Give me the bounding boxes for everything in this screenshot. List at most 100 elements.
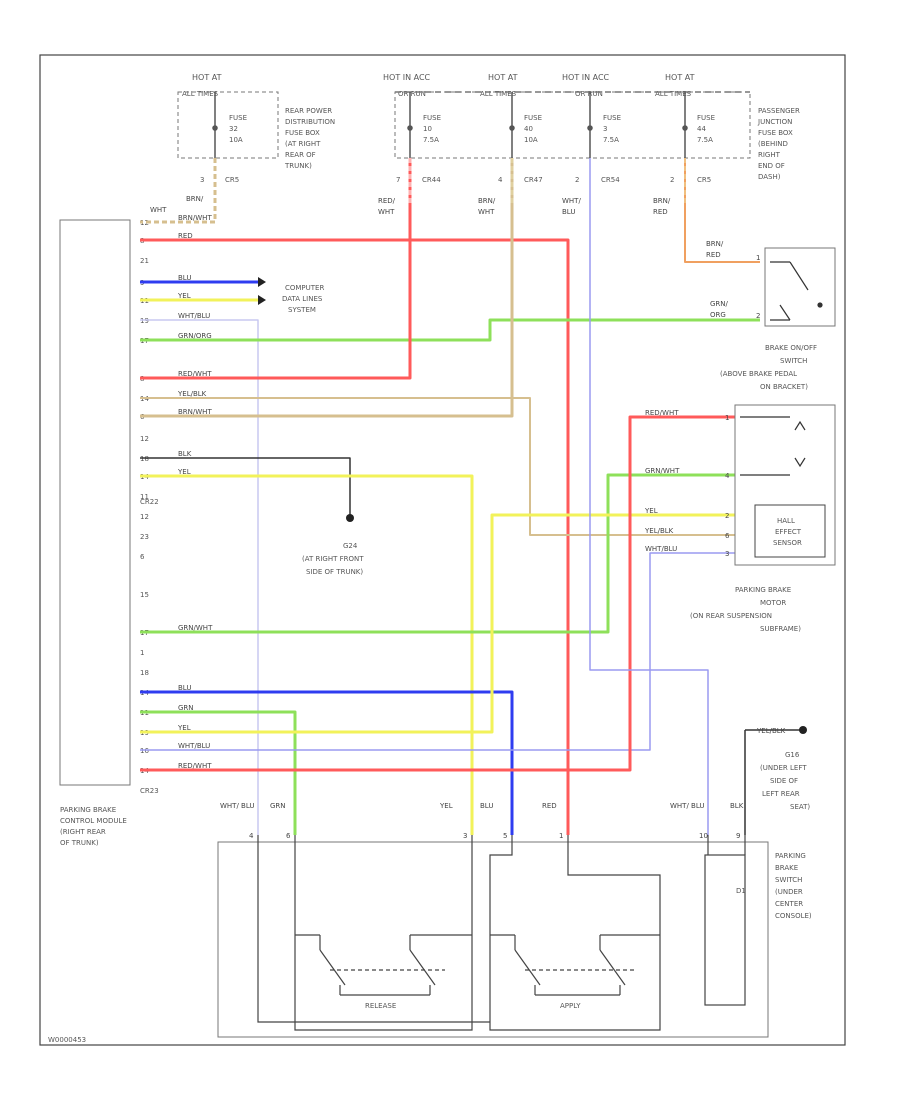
data-link-arrows bbox=[258, 277, 266, 305]
svg-text:CR5: CR5 bbox=[225, 176, 239, 184]
module-pin-wire: RED/WHT bbox=[178, 762, 212, 770]
wire-red-wht bbox=[140, 158, 412, 380]
control-module-label: PARKING BRAKE CONTROL MODULE (RIGHT REAR… bbox=[60, 806, 127, 847]
diagram-border bbox=[39, 54, 846, 1046]
wire-wht-blu-fuse bbox=[589, 158, 709, 835]
brake-switch-label: BRAKE ON/OFF SWITCH (ABOVE BRAKE PEDAL O… bbox=[720, 344, 817, 391]
fuse5-l3: 7.5A bbox=[697, 136, 713, 144]
svg-text:D1: D1 bbox=[736, 887, 746, 895]
svg-text:CR44: CR44 bbox=[422, 176, 441, 184]
g24-label: G24 (AT RIGHT FRONT SIDE OF TRUNK) bbox=[302, 542, 364, 576]
hot-label-1: HOT AT bbox=[192, 73, 222, 82]
switch-wire-pin: 5 bbox=[503, 832, 507, 840]
passenger-fuse-box-label: PASSENGER JUNCTION FUSE BOX (BEHIND RIGH… bbox=[757, 107, 800, 181]
svg-text:SEAT): SEAT) bbox=[790, 803, 810, 811]
switch-wire-pin: 1 bbox=[559, 832, 563, 840]
svg-text:PASSENGER: PASSENGER bbox=[758, 107, 800, 115]
fuse1-l1: FUSE bbox=[229, 114, 247, 122]
hot-sub-4: OR RUN bbox=[575, 90, 603, 98]
wire-blu bbox=[140, 690, 514, 835]
switch-wire-pin: 9 bbox=[736, 832, 740, 840]
svg-text:WHT: WHT bbox=[150, 206, 167, 214]
wire-wht-blu-module bbox=[140, 319, 259, 835]
wire-brn-wht-top bbox=[140, 158, 217, 224]
module-pin-wire: YEL bbox=[177, 468, 191, 476]
parking-brake-switch-box bbox=[217, 841, 769, 1038]
svg-text:G16: G16 bbox=[785, 751, 800, 759]
svg-text:FUSE BOX: FUSE BOX bbox=[285, 129, 320, 137]
hot-label-3: HOT AT bbox=[488, 73, 518, 82]
wires bbox=[140, 158, 800, 835]
hot-label-2: HOT IN ACC bbox=[383, 73, 431, 82]
svg-text:BRAKE: BRAKE bbox=[775, 864, 798, 872]
switch-wire-color: YEL bbox=[439, 802, 453, 810]
svg-text:(AT RIGHT: (AT RIGHT bbox=[285, 140, 321, 148]
fuse3-l2: 40 bbox=[524, 125, 533, 133]
module-pin-wire: WHT/BLU bbox=[178, 742, 210, 750]
svg-text:(BEHIND: (BEHIND bbox=[758, 140, 788, 148]
module-pin-wire: WHT/BLU bbox=[178, 312, 210, 320]
svg-text:REAR OF: REAR OF bbox=[285, 151, 316, 159]
svg-text:DATA LINES: DATA LINES bbox=[282, 295, 323, 303]
svg-text:CONTROL MODULE: CONTROL MODULE bbox=[60, 817, 127, 825]
svg-text:SIDE OF: SIDE OF bbox=[770, 777, 798, 785]
svg-text:SWITCH: SWITCH bbox=[780, 357, 807, 365]
ground-g16-icon bbox=[799, 726, 807, 734]
module-pin-number: 11 bbox=[140, 493, 149, 501]
fuse5-l2: 44 bbox=[697, 125, 706, 133]
hot-sub-2: OR RUN bbox=[398, 90, 426, 98]
wire-wht-blu-motor bbox=[140, 552, 735, 751]
ground-g24-icon bbox=[346, 514, 354, 522]
svg-text:DISTRIBUTION: DISTRIBUTION bbox=[285, 118, 335, 126]
fuse-labels: FUSE 32 10A FUSE 10 7.5A FUSE 40 10A FUS… bbox=[229, 114, 715, 144]
motor-icon bbox=[740, 416, 806, 476]
module-pin-number: 1 bbox=[140, 649, 144, 657]
data-link-label: COMPUTER DATA LINES SYSTEM bbox=[282, 284, 324, 314]
switch-wire-pin: 4 bbox=[249, 832, 254, 840]
svg-text:EFFECT: EFFECT bbox=[775, 528, 802, 536]
svg-text:BRN/: BRN/ bbox=[478, 197, 496, 205]
svg-text:4: 4 bbox=[498, 176, 503, 184]
brake-switch-wires-label: BRN/ RED 1 GRN/ ORG 2 bbox=[706, 240, 760, 320]
motor-wire-color: YEL/BLK bbox=[644, 527, 674, 535]
svg-text:SENSOR: SENSOR bbox=[773, 539, 802, 547]
fuse1-l2: 32 bbox=[229, 125, 238, 133]
wire-grn bbox=[140, 710, 297, 835]
module-pin-number: 6 bbox=[140, 553, 145, 561]
connector-cr22: CR22 bbox=[140, 498, 159, 506]
svg-text:PARKING BRAKE: PARKING BRAKE bbox=[735, 586, 791, 594]
top-wire-labels: BRN/ WHT RED/ WHT BRN/ WHT WHT/ BLU BRN/… bbox=[150, 195, 671, 216]
svg-text:GRN/: GRN/ bbox=[710, 300, 729, 308]
hot-sub-1: ALL TIMES bbox=[182, 90, 219, 98]
svg-text:2: 2 bbox=[756, 312, 760, 320]
svg-text:BRAKE ON/OFF: BRAKE ON/OFF bbox=[765, 344, 817, 352]
switch-wire-pin: 10 bbox=[699, 832, 708, 840]
fuse4-l3: 7.5A bbox=[603, 136, 619, 144]
module-pin-wire: GRN bbox=[178, 704, 194, 712]
wire-grn-wht bbox=[140, 473, 735, 634]
g16-label: G16 (UNDER LEFT SIDE OF LEFT REAR SEAT) bbox=[760, 751, 810, 811]
switch-wire-color: RED bbox=[542, 802, 557, 810]
module-pin-wire: YEL bbox=[177, 724, 191, 732]
svg-text:PARKING BRAKE: PARKING BRAKE bbox=[60, 806, 116, 814]
module-pin-number: 16 bbox=[140, 747, 149, 755]
switch-wire-color: BLU bbox=[480, 802, 493, 810]
module-pin-number: 12 bbox=[140, 435, 149, 443]
motor-wire-pin: 6 bbox=[725, 532, 730, 540]
svg-text:RED: RED bbox=[706, 251, 721, 259]
svg-text:3: 3 bbox=[200, 176, 204, 184]
svg-text:END OF: END OF bbox=[758, 162, 785, 170]
module-pin-wire: BLU bbox=[178, 274, 191, 282]
svg-text:2: 2 bbox=[575, 176, 579, 184]
fuse2-l2: 10 bbox=[423, 125, 432, 133]
connector-cr23: CR23 bbox=[140, 787, 159, 795]
svg-text:TRUNK): TRUNK) bbox=[284, 162, 312, 170]
wire-yel-blk bbox=[140, 397, 735, 536]
switch-wire-color: WHT/ BLU bbox=[670, 802, 705, 810]
svg-text:CR5: CR5 bbox=[697, 176, 711, 184]
wire-grn-org bbox=[140, 318, 760, 342]
svg-text:BRN/: BRN/ bbox=[653, 197, 671, 205]
svg-text:(ON REAR SUSPENSION: (ON REAR SUSPENSION bbox=[690, 612, 772, 620]
svg-text:DASH): DASH) bbox=[758, 173, 781, 181]
motor-wire-pin: 2 bbox=[725, 512, 729, 520]
